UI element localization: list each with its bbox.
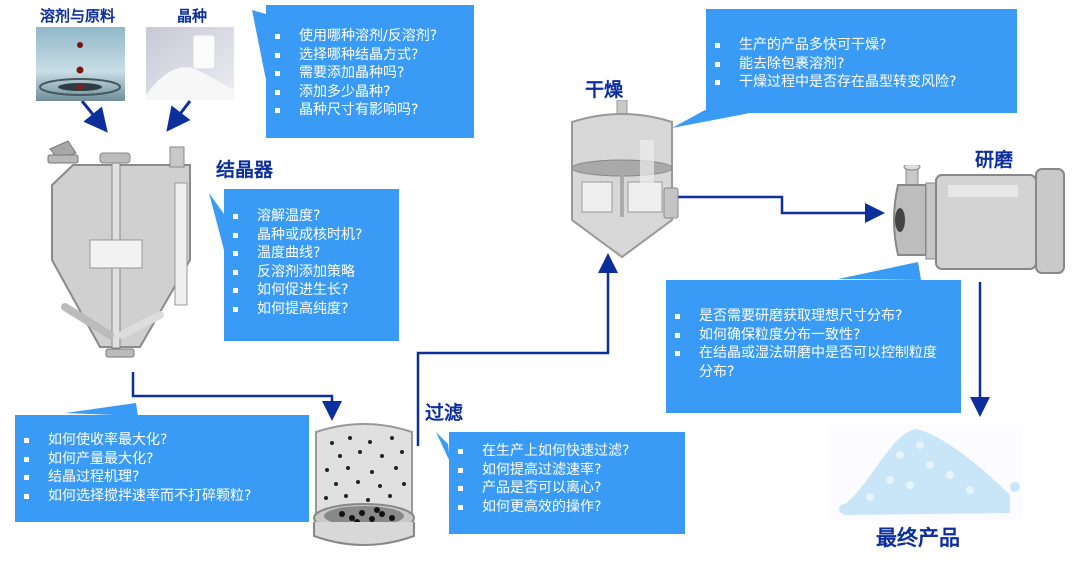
question-item: 添加多少晶种? — [266, 83, 474, 102]
solvent-label: 溶剂与原料 — [40, 7, 116, 25]
mill-icon — [888, 163, 1078, 277]
question-item: 反溶剂添加策略 — [224, 263, 399, 282]
question-item: 温度曲线? — [224, 244, 399, 263]
question-item: 如何提高过滤速率? — [449, 461, 685, 480]
question-item: 是否需要研磨获取理想尺寸分布? — [666, 307, 961, 326]
question-item: 如何更高效的操作? — [449, 498, 685, 517]
question-item: 使用哪种溶剂/反溶剂? — [266, 27, 474, 46]
callout-seed-questions: 使用哪种溶剂/反溶剂? 选择哪种结晶方式? 需要添加晶种吗? 添加多少晶种? 晶… — [266, 5, 474, 138]
question-item: 如何产量最大化? — [15, 450, 309, 469]
question-item: 干燥过程中是否存在晶型转变风险? — [706, 73, 1017, 92]
callout-tail-filter — [436, 432, 450, 462]
question-item: 溶解温度? — [224, 207, 399, 226]
callout-tail-milling — [838, 262, 921, 280]
question-item: 如何使收率最大化? — [15, 431, 309, 450]
question-item: 选择哪种结晶方式? — [266, 46, 474, 65]
water-drop-image — [36, 27, 125, 101]
drying-label: 干燥 — [585, 79, 624, 101]
callout-process-questions: 如何使收率最大化? 如何产量最大化? 结晶过程机理? 如何选择搅拌速率而不打碎颗… — [15, 415, 309, 522]
question-item: 生产的产品多快可干燥? — [706, 36, 1017, 55]
arrow-dryer-to-mill — [678, 195, 885, 223]
question-item: 结晶过程机理? — [15, 468, 309, 487]
crystallizer-label: 结晶器 — [216, 159, 274, 181]
final-product-label: 最终产品 — [876, 526, 960, 550]
milling-label: 研磨 — [975, 149, 1014, 171]
callout-filtration-questions: 在生产上如何快速过滤? 如何提高过滤速率? 产品是否可以离心? 如何更高效的操作… — [449, 432, 685, 534]
question-item: 晶种尺寸有影响吗? — [266, 101, 474, 120]
callout-milling-questions: 是否需要研磨获取理想尺寸分布? 如何确保粒度分布一致性? 在结晶或湿法研磨中是否… — [666, 280, 961, 413]
question-item: 如何提高纯度? — [224, 300, 399, 319]
question-item: 能去除包裹溶剂? — [706, 55, 1017, 74]
dryer-icon — [564, 99, 679, 259]
crystallizer-vessel-icon — [40, 135, 200, 365]
question-item: 如何促进生长? — [224, 281, 399, 300]
callout-crystallizer-questions: 溶解温度? 晶种或成核时机? 温度曲线? 反溶剂添加策略 如何促进生长? 如何提… — [224, 189, 399, 341]
seed-label: 晶种 — [177, 7, 208, 25]
question-item: 在结晶或湿法研磨中是否可以控制粒度分布? — [666, 344, 949, 381]
arrow-crystallizer-to-filter — [131, 372, 342, 421]
arrow-solvent-to-crystallizer — [80, 100, 108, 133]
filter-icon — [312, 418, 416, 550]
question-item: 晶种或成核时机? — [224, 226, 399, 245]
callout-tail-drying — [672, 110, 755, 128]
question-item: 产品是否可以离心? — [449, 479, 685, 498]
arrow-filter-to-dryer — [416, 253, 618, 446]
filtration-label: 过滤 — [425, 402, 464, 424]
callout-tail-crystallizer — [209, 193, 224, 250]
callout-drying-questions: 生产的产品多快可干燥? 能去除包裹溶剂? 干燥过程中是否存在晶型转变风险? — [706, 9, 1017, 113]
arrow-seed-to-crystallizer — [166, 100, 192, 132]
callout-tail-seed — [252, 10, 266, 80]
final-product-image — [830, 425, 1023, 521]
question-item: 在生产上如何快速过滤? — [449, 442, 685, 461]
callout-tail-process — [65, 403, 138, 416]
question-item: 如何选择搅拌速率而不打碎颗粒? — [15, 487, 309, 506]
question-item: 如何确保粒度分布一致性? — [666, 326, 961, 345]
white-powder-image — [146, 27, 234, 100]
question-item: 需要添加晶种吗? — [266, 64, 474, 83]
